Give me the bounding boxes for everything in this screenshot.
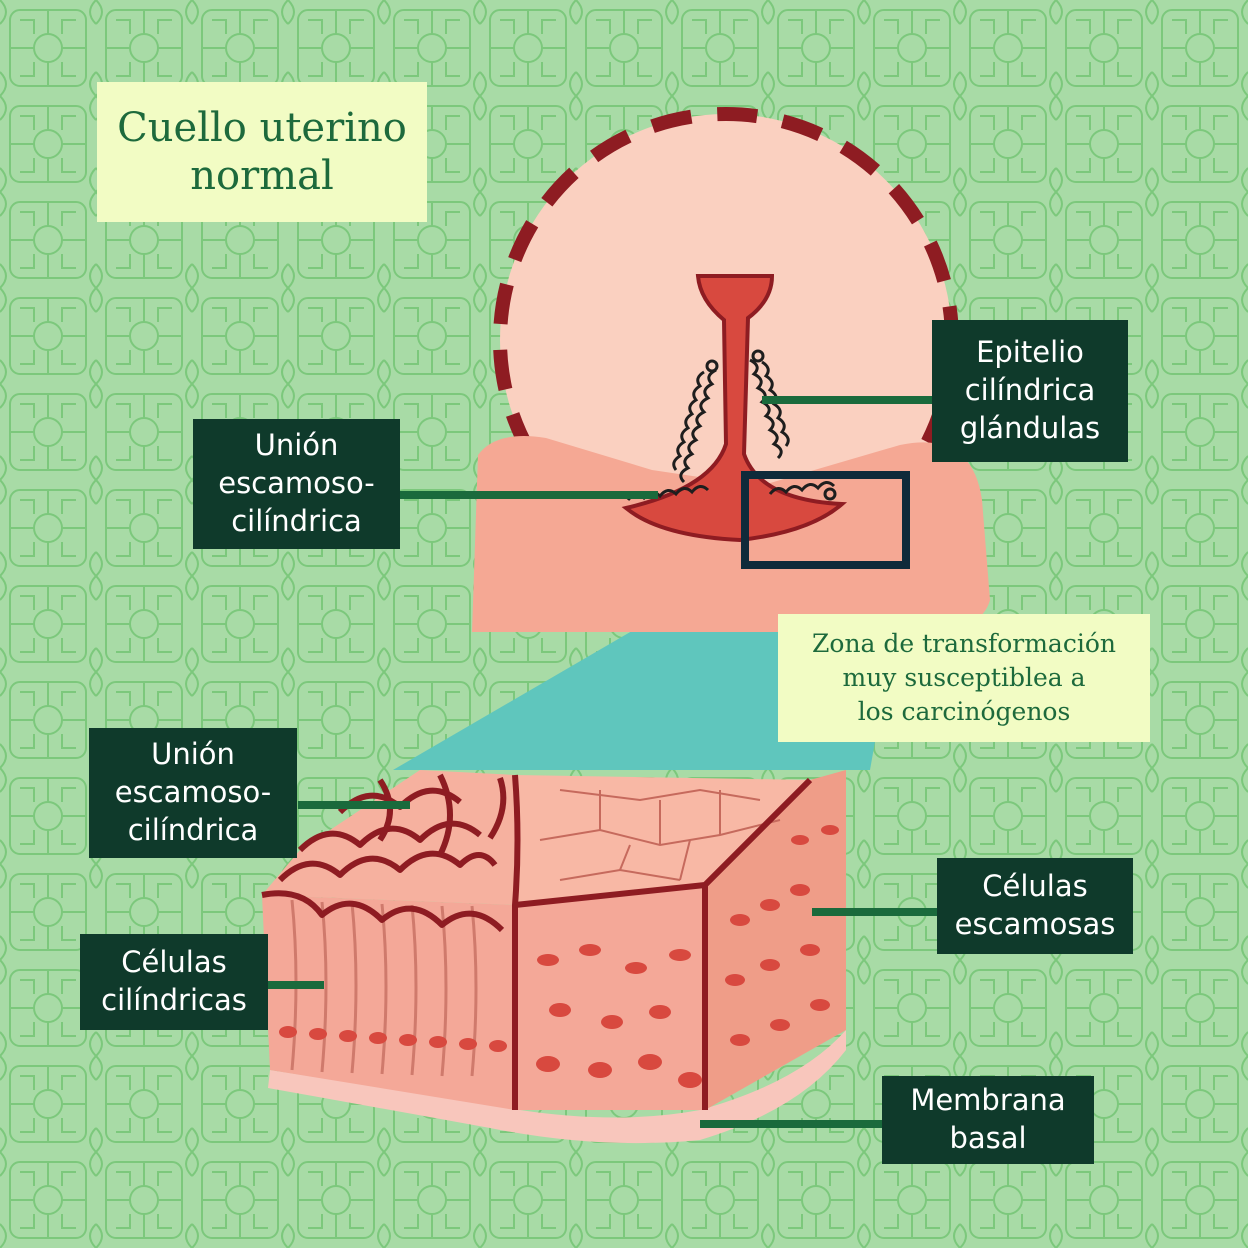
title-line-1: Cuello uterino (117, 104, 407, 152)
label-membrana-basal: Membrana basal (882, 1076, 1094, 1164)
zone-note-line-1: Zona de transformación (812, 627, 1116, 661)
label-epitelio-line-1: Epitelio (976, 334, 1084, 372)
label-celulas-cilindricas: Células cilíndricas (80, 934, 268, 1030)
label-cilindricas-line-1: Células (121, 944, 226, 982)
label-union-top-line-3: cilíndrica (231, 503, 362, 541)
label-epitelio-cilindrica: Epitelio cilíndrica glándulas (932, 320, 1128, 462)
squamous-front-face (515, 885, 705, 1110)
zone-note-line-2: muy susceptiblea a (842, 661, 1085, 695)
label-union-bottom-line-1: Unión (151, 736, 235, 774)
label-celulas-escamosas: Células escamosas (937, 858, 1133, 954)
label-union-top-line-2: escamoso- (218, 465, 375, 503)
diagram-title: Cuello uterino normal (97, 82, 427, 222)
label-escamosas-line-2: escamosas (955, 906, 1116, 944)
transformation-zone-note: Zona de transformación muy susceptiblea … (778, 614, 1150, 742)
label-union-bottom-line-3: cilíndrica (128, 812, 259, 850)
label-union-bottom-line-2: escamoso- (115, 774, 272, 812)
title-line-2: normal (190, 152, 334, 200)
label-membrana-line-1: Membrana (910, 1082, 1065, 1120)
label-union-top-line-1: Unión (255, 427, 339, 465)
zone-note-line-3: los carcinógenos (858, 695, 1071, 729)
label-escamosas-line-1: Células (982, 868, 1087, 906)
label-cilindricas-line-2: cilíndricas (101, 982, 247, 1020)
label-union-escamoso-cilindrica-top: Unión escamoso- cilíndrica (193, 419, 400, 549)
label-epitelio-line-2: cilíndrica (965, 372, 1096, 410)
label-epitelio-line-3: glándulas (960, 410, 1100, 448)
label-membrana-line-2: basal (949, 1120, 1026, 1158)
label-union-escamoso-cilindrica-bottom: Unión escamoso- cilíndrica (89, 728, 297, 858)
